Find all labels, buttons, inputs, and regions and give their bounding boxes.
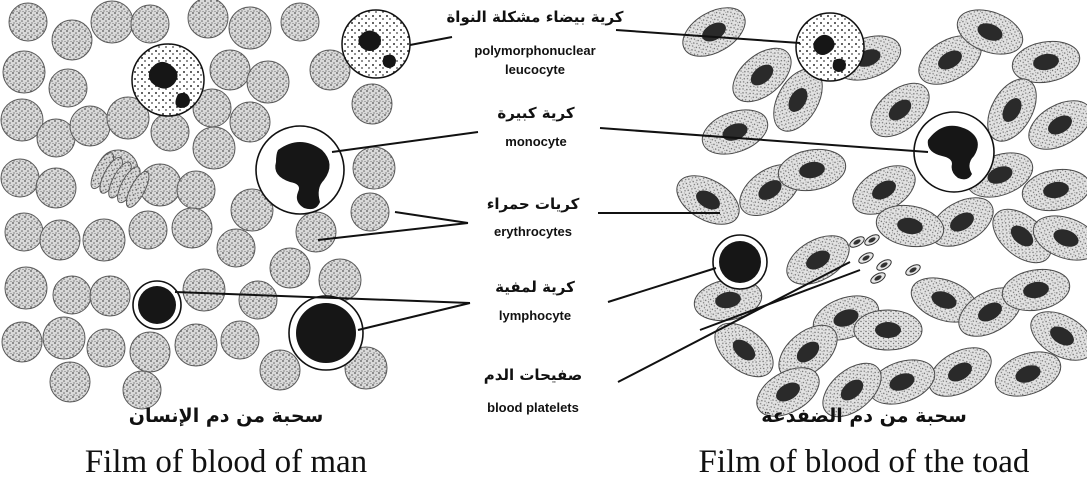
human-erythrocyte (229, 7, 271, 49)
human-erythrocyte (188, 0, 228, 38)
human-monocyte (256, 126, 344, 214)
human-erythrocyte (351, 193, 389, 231)
human-erythrocyte (5, 213, 43, 251)
human-erythrocyte (53, 276, 91, 314)
human-erythrocyte (3, 51, 45, 93)
human-erythrocyte (193, 127, 235, 169)
human-erythrocyte (70, 106, 110, 146)
human-erythrocyte (172, 208, 212, 248)
human-erythrocyte (270, 248, 310, 288)
label-erythrocytes-arabic: كريات حمراء (487, 195, 580, 213)
human-erythrocyte (319, 259, 361, 301)
caption-man-english: Film of blood of man (85, 444, 367, 480)
human-erythrocyte (130, 332, 170, 372)
label-monocyte-arabic: كرية كبيرة (497, 104, 574, 122)
toad-erythrocyte (675, 0, 754, 66)
human-erythrocyte (247, 61, 289, 103)
human-erythrocyte (239, 281, 277, 319)
leader-lymphocyte-man-2 (358, 303, 470, 330)
human-erythrocyte (183, 269, 225, 311)
label-erythrocytes-english: erythrocytes (494, 224, 572, 239)
human-lymphocyte-small (133, 281, 181, 329)
leader-erythrocyte-man-2 (318, 223, 468, 240)
labels: كرية بيضاء مشكلة النواة polymorphonuclea… (446, 8, 623, 415)
human-erythrocyte (221, 321, 259, 359)
human-erythrocyte (210, 50, 250, 90)
human-erythrocyte (91, 1, 133, 43)
human-lymphocyte-large (289, 296, 363, 370)
toad-lymphocyte (713, 235, 767, 289)
human-erythrocyte (5, 267, 47, 309)
label-neutrophil-english-2: leucocyte (505, 62, 565, 77)
captions: سحبة من دم الإنسان Film of blood of man … (85, 405, 1030, 480)
label-neutrophil-arabic: كرية بيضاء مشكلة النواة (446, 8, 623, 26)
toad-erythrocyte (696, 102, 774, 163)
caption-toad-english: Film of blood of the toad (699, 444, 1030, 480)
human-erythrocyte (43, 317, 85, 359)
human-erythrocyte (90, 276, 130, 316)
human-erythrocyte (37, 119, 75, 157)
human-erythrocyte (1, 99, 43, 141)
leader-neutrophil-man (410, 37, 452, 45)
human-erythrocyte (177, 171, 215, 209)
human-erythrocyte (40, 220, 80, 260)
toad-blood-film (669, 0, 1087, 427)
human-erythrocyte (83, 219, 125, 261)
rouleaux-stack (87, 150, 153, 211)
caption-toad-arabic: سحبة من دم الضفدعة (761, 405, 967, 427)
human-erythrocyte (129, 211, 167, 249)
label-platelets-english: blood platelets (487, 400, 579, 415)
label-neutrophil-english-1: polymorphonuclear (474, 43, 595, 58)
human-erythrocyte (9, 3, 47, 41)
human-erythrocyte (49, 69, 87, 107)
human-erythrocyte (50, 362, 90, 402)
human-erythrocyte (36, 168, 76, 208)
human-erythrocyte (123, 371, 161, 409)
human-erythrocyte (87, 329, 125, 367)
human-erythrocyte (353, 147, 395, 189)
human-erythrocyte (175, 324, 217, 366)
human-erythrocyte (52, 20, 92, 60)
human-erythrocyte (352, 84, 392, 124)
toad-erythrocyte (779, 226, 858, 295)
label-platelets-arabic: صفيحات الدم (484, 366, 583, 384)
toad-erythrocyte-nucleus (875, 322, 901, 338)
toad-erythrocyte (669, 166, 748, 235)
human-erythrocyte (1, 159, 39, 197)
human-erythrocyte (217, 229, 255, 267)
human-neutrophil (132, 44, 204, 116)
label-lymphocyte-arabic: كرية لمفية (495, 278, 575, 296)
human-erythrocyte (260, 350, 300, 390)
human-neutrophil-labelled (342, 10, 410, 78)
toad-neutrophil (796, 13, 864, 81)
toad-erythrocyte (854, 310, 922, 350)
human-erythrocyte (151, 113, 189, 151)
human-erythrocyte (230, 102, 270, 142)
leader-erythrocyte-man-1 (395, 212, 468, 223)
human-erythrocyte (131, 5, 169, 43)
human-erythrocyte (296, 212, 336, 252)
caption-man-arabic: سحبة من دم الإنسان (129, 405, 324, 427)
human-erythrocyte (281, 3, 319, 41)
human-erythrocyte (2, 322, 42, 362)
leader-monocyte-man (332, 132, 478, 152)
label-lymphocyte-english: lymphocyte (499, 308, 571, 323)
label-monocyte-english: monocyte (505, 134, 566, 149)
